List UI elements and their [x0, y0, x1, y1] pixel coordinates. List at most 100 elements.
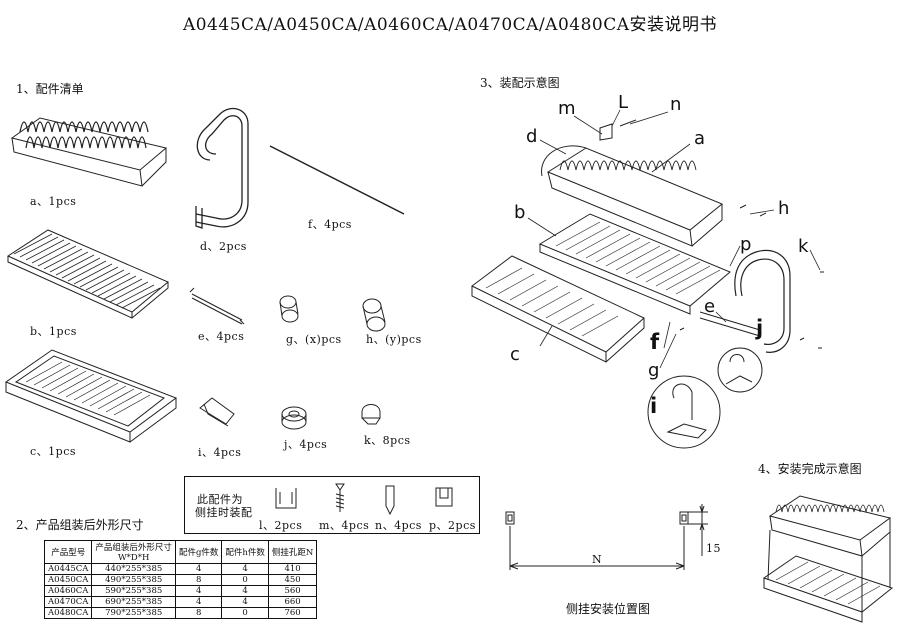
- callout-e: e: [704, 296, 716, 317]
- cell-model: A0480CA: [43, 607, 93, 619]
- cell-g: 4: [174, 563, 223, 575]
- part-d-caption: d、2pcs: [200, 240, 247, 253]
- wall-box-m-screw: [335, 483, 345, 512]
- wall-box-label-2: 侧挂时装配: [195, 506, 253, 519]
- cell-n: 450: [267, 574, 318, 586]
- wall-box-n-caption: n、4pcs: [375, 519, 422, 532]
- callout-b: b: [514, 202, 526, 223]
- part-h-spacer: [362, 298, 386, 332]
- cell-n: 660: [267, 596, 318, 608]
- part-d-side-bracket: [195, 107, 249, 229]
- part-f-caption: f、4pcs: [308, 218, 352, 231]
- th-hole-distance: 侧挂孔距N: [267, 540, 318, 564]
- wall-mount-n-label: N: [592, 553, 603, 566]
- wall-mount-diagram: [505, 504, 708, 570]
- part-g-caption: g、(x)pcs: [286, 333, 342, 346]
- wall-box-p-caption: p、2pcs: [429, 519, 476, 532]
- callout-p: p: [740, 234, 752, 255]
- cell-g: 8: [174, 607, 223, 619]
- th-dimensions-sub: W*D*H: [117, 553, 150, 563]
- cell-dimensions: 440*255*385: [91, 563, 176, 575]
- part-k-caption: k、8pcs: [364, 434, 411, 447]
- callout-h: h: [778, 198, 790, 219]
- callout-m: m: [558, 98, 576, 119]
- cell-model: A0460CA: [43, 585, 93, 597]
- part-g-spacer: [279, 295, 299, 323]
- wall-box-m-caption: m、4pcs: [319, 519, 370, 532]
- wall-mount-caption: 侧挂安装位置图: [566, 602, 651, 616]
- callout-L: L: [618, 92, 629, 113]
- cell-dimensions: 590*255*385: [91, 585, 176, 597]
- cell-n: 760: [267, 607, 318, 619]
- part-i-clip: [199, 397, 235, 427]
- part-a-dish-rack: [10, 117, 168, 187]
- cell-n: 410: [267, 563, 318, 575]
- wall-mount-offset-label: 15: [706, 542, 721, 555]
- part-a-caption: a、1pcs: [30, 195, 77, 208]
- callout-g: g: [648, 360, 660, 381]
- cell-n: 560: [267, 585, 318, 597]
- callout-leaders: [527, 109, 821, 369]
- assembly-drip-tray: [471, 255, 645, 363]
- callout-d: d: [526, 126, 538, 147]
- th-g-count: 配件g件数: [174, 540, 223, 564]
- detail-circle-j: [717, 347, 763, 393]
- part-j-caption: j、4pcs: [284, 438, 328, 451]
- callout-c: c: [510, 344, 520, 365]
- cell-g: 8: [174, 574, 223, 586]
- cell-h: 4: [221, 563, 269, 575]
- callout-i: i: [650, 394, 658, 418]
- cell-model: A0445CA: [43, 563, 93, 575]
- part-j-ring: [281, 406, 307, 430]
- page-title: A0445CA/A0450CA/A0460CA/A0470CA/A0480CA安…: [182, 15, 718, 35]
- assembly-top-rack: [541, 145, 723, 247]
- completed-rack: [762, 495, 894, 623]
- assembly-side-bracket: [734, 249, 791, 353]
- th-h-count: 配件h件数: [221, 540, 269, 564]
- part-k-cap-nut: [361, 404, 381, 425]
- th-model: 产品型号: [43, 540, 93, 564]
- callout-f: f: [650, 330, 660, 354]
- cell-dimensions: 790*255*385: [91, 607, 176, 619]
- section-assembly: 3、装配示意图: [480, 76, 560, 90]
- wall-box-l-bracket: [275, 488, 297, 509]
- section-dimensions: 2、产品组装后外形尺寸: [16, 518, 144, 532]
- part-e-bar: [189, 287, 245, 325]
- cell-dimensions: 490*255*385: [91, 574, 176, 586]
- section-completed: 4、安装完成示意图: [758, 462, 862, 476]
- callout-a: a: [694, 128, 706, 149]
- part-f-rod: [269, 145, 405, 215]
- part-i-caption: i、4pcs: [198, 446, 242, 459]
- wall-box-p-clip: [435, 487, 453, 507]
- wall-box-label-1: 此配件为: [197, 493, 243, 506]
- callout-k: k: [798, 236, 809, 257]
- cell-h: 0: [221, 607, 269, 619]
- callout-j: j: [756, 316, 764, 340]
- section-parts-list: 1、配件清单: [16, 82, 84, 96]
- part-c-caption: c、1pcs: [30, 445, 77, 458]
- cell-g: 4: [174, 596, 223, 608]
- wall-box-n-anchor: [385, 485, 395, 516]
- cell-dimensions: 690*255*385: [91, 596, 176, 608]
- part-c-drip-tray: [4, 349, 178, 443]
- cell-g: 4: [174, 585, 223, 597]
- assembly-grid-tray: [538, 213, 731, 315]
- assembly-wall-parts: [599, 119, 824, 349]
- wall-hang-parts-box: 此配件为 侧挂时装配 l、2pcs m、4pcs n、4pcs p、2pcs: [184, 476, 480, 534]
- part-e-caption: e、4pcs: [198, 330, 245, 343]
- th-dimensions-label: 产品组装后外形尺寸: [95, 543, 172, 553]
- detail-circle-i: [647, 375, 721, 449]
- cell-h: 4: [221, 596, 269, 608]
- cell-model: A0470CA: [43, 596, 93, 608]
- cell-model: A0450CA: [43, 574, 93, 586]
- part-b-caption: b、1pcs: [30, 325, 77, 338]
